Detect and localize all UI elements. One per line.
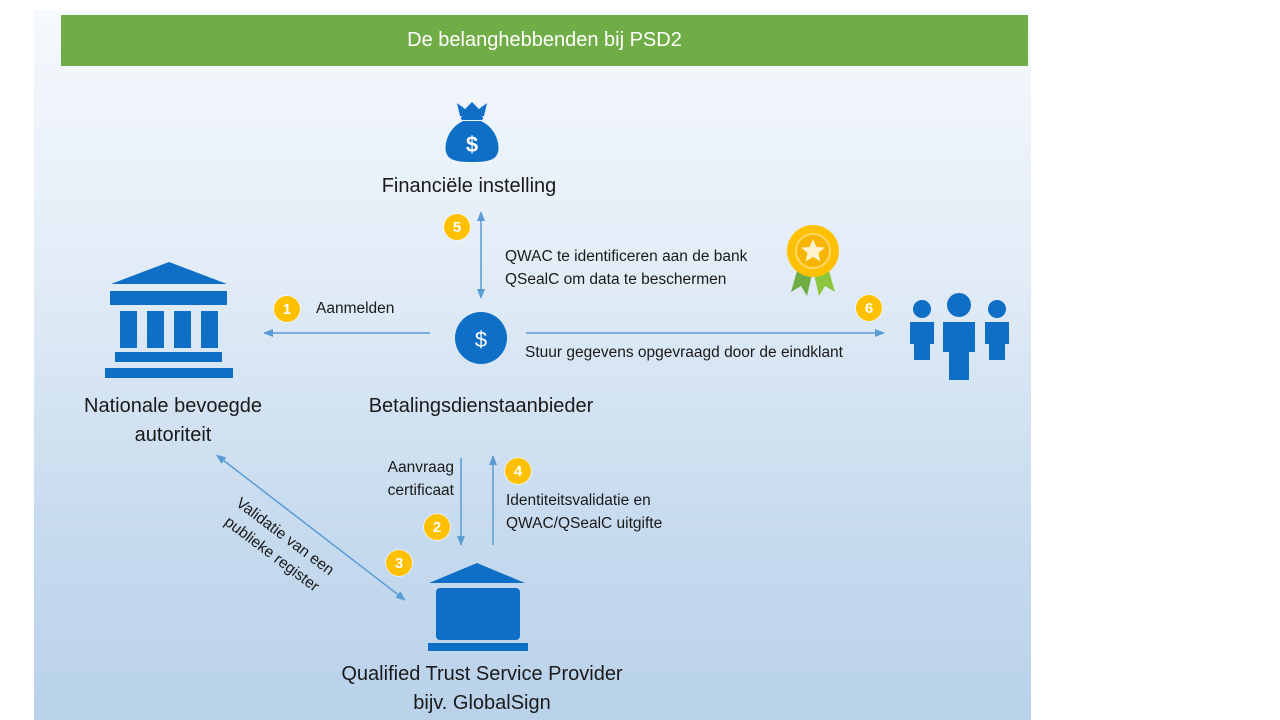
award-medal-icon: [787, 225, 839, 296]
step-badge: 2: [424, 514, 450, 540]
dollar-coin-icon: $: [455, 312, 507, 364]
people-group-icon: [910, 293, 1009, 380]
psp-label: Betalingsdienstaanbieder: [368, 395, 594, 417]
validation-label-line2: QWAC/QSealC uitgifte: [506, 515, 663, 532]
step-badge: 6: [856, 295, 882, 321]
step-badge: 4: [505, 458, 531, 484]
qtsp-label-line2: bijv. GlobalSign: [413, 692, 551, 714]
diagram-background: [34, 10, 1031, 720]
request-label-line2: certificaat: [387, 482, 454, 499]
svg-text:$: $: [466, 132, 478, 157]
identify-label-line1: QWAC te identificeren aan de bank: [505, 248, 748, 265]
step-badge: 3: [386, 550, 412, 576]
arrow-authority-qtsp-bidirectional: [215, 454, 406, 601]
government-building-icon: [105, 262, 233, 378]
trust-provider-building-icon: [428, 563, 528, 651]
svg-text:$: $: [475, 327, 487, 352]
send-data-label: Stuur gegevens opgevraagd door de eindkl…: [525, 344, 843, 361]
step-badge: 1: [274, 296, 300, 322]
money-bag-icon: $: [445, 102, 499, 162]
request-label-line1: Aanvraag: [387, 459, 454, 476]
authority-label: Nationale bevoegde autoriteit: [84, 395, 262, 446]
bank-label: Financiële instelling: [381, 175, 557, 197]
qtsp-label-line1: Qualified Trust Service Provider: [341, 663, 623, 685]
step-badge: 5: [444, 214, 470, 240]
identify-label-line2: QSealC om data te beschermen: [505, 271, 727, 288]
register-label: Aanmelden: [316, 300, 395, 317]
diagram-title: De belanghebbenden bij PSD2: [61, 15, 1028, 66]
validation-label-line1: Identiteitsvalidatie en: [506, 492, 651, 509]
